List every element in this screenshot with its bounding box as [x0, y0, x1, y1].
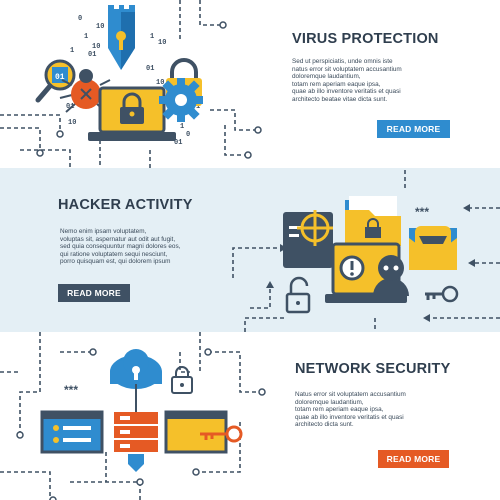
svg-text:1: 1 [70, 47, 74, 55]
laptop-lock-icon [88, 86, 176, 141]
svg-text:1: 1 [196, 103, 200, 111]
svg-text:1: 1 [180, 123, 184, 131]
svg-text:01: 01 [174, 139, 182, 147]
banner-description: Natus error sit voluptatem accusantium d… [295, 391, 406, 429]
svg-text:1: 1 [84, 33, 88, 41]
circuit-lines-icon [0, 0, 255, 168]
hacker-activity-banner: *** HACKER ACTIVITY Nemo enim ipsam volu… [0, 168, 500, 332]
hacker-icon [373, 255, 409, 296]
password-mask: *** [415, 205, 429, 219]
svg-text:10: 10 [158, 39, 166, 47]
cloud-lock-icon [110, 349, 162, 412]
banner-title: VIRUS PROTECTION [292, 31, 439, 47]
key-icon [425, 285, 459, 303]
password-mask: *** [64, 383, 78, 397]
network-security-illustration: *** [0, 332, 266, 500]
svg-text:10: 10 [68, 119, 76, 127]
padlock-icon [171, 366, 193, 394]
banner-description: Sed ut perspiciatis, unde omnis iste nat… [292, 58, 402, 103]
svg-text:10: 10 [96, 23, 104, 31]
svg-text:1: 1 [150, 33, 154, 41]
banner-title: HACKER ACTIVITY [58, 197, 193, 213]
shield-keyhole-icon [108, 5, 135, 70]
banner-title: NETWORK SECURITY [295, 361, 451, 377]
svg-text:01: 01 [146, 65, 154, 73]
svg-text:01: 01 [55, 73, 65, 82]
open-padlock-icon [285, 276, 311, 314]
svg-text:0: 0 [78, 15, 82, 23]
gear-icon [159, 78, 203, 122]
magnifier-icon: 01 [35, 59, 76, 103]
svg-text:10: 10 [156, 79, 164, 87]
svg-text:10: 10 [92, 43, 100, 51]
folder-key-icon [164, 410, 243, 454]
svg-text:0: 0 [186, 131, 190, 139]
browser-window-icon [40, 410, 104, 454]
target-window-icon [283, 210, 333, 268]
read-more-button[interactable]: READ MORE [377, 120, 450, 138]
svg-text:01: 01 [88, 51, 96, 59]
read-more-button[interactable]: READ MORE [58, 284, 130, 302]
read-more-button[interactable]: READ MORE [378, 450, 449, 468]
masked-envelope-icon [409, 226, 457, 270]
shield-icon [128, 454, 144, 472]
hacker-activity-illustration: *** [232, 168, 500, 332]
locked-folder-icon [345, 196, 401, 246]
arrow-lines-icon [232, 168, 500, 332]
network-security-banner: *** [0, 332, 500, 500]
server-icon [114, 412, 158, 452]
banner-description: Nemo enim ipsam voluptatem, voluptas sit… [60, 228, 181, 266]
